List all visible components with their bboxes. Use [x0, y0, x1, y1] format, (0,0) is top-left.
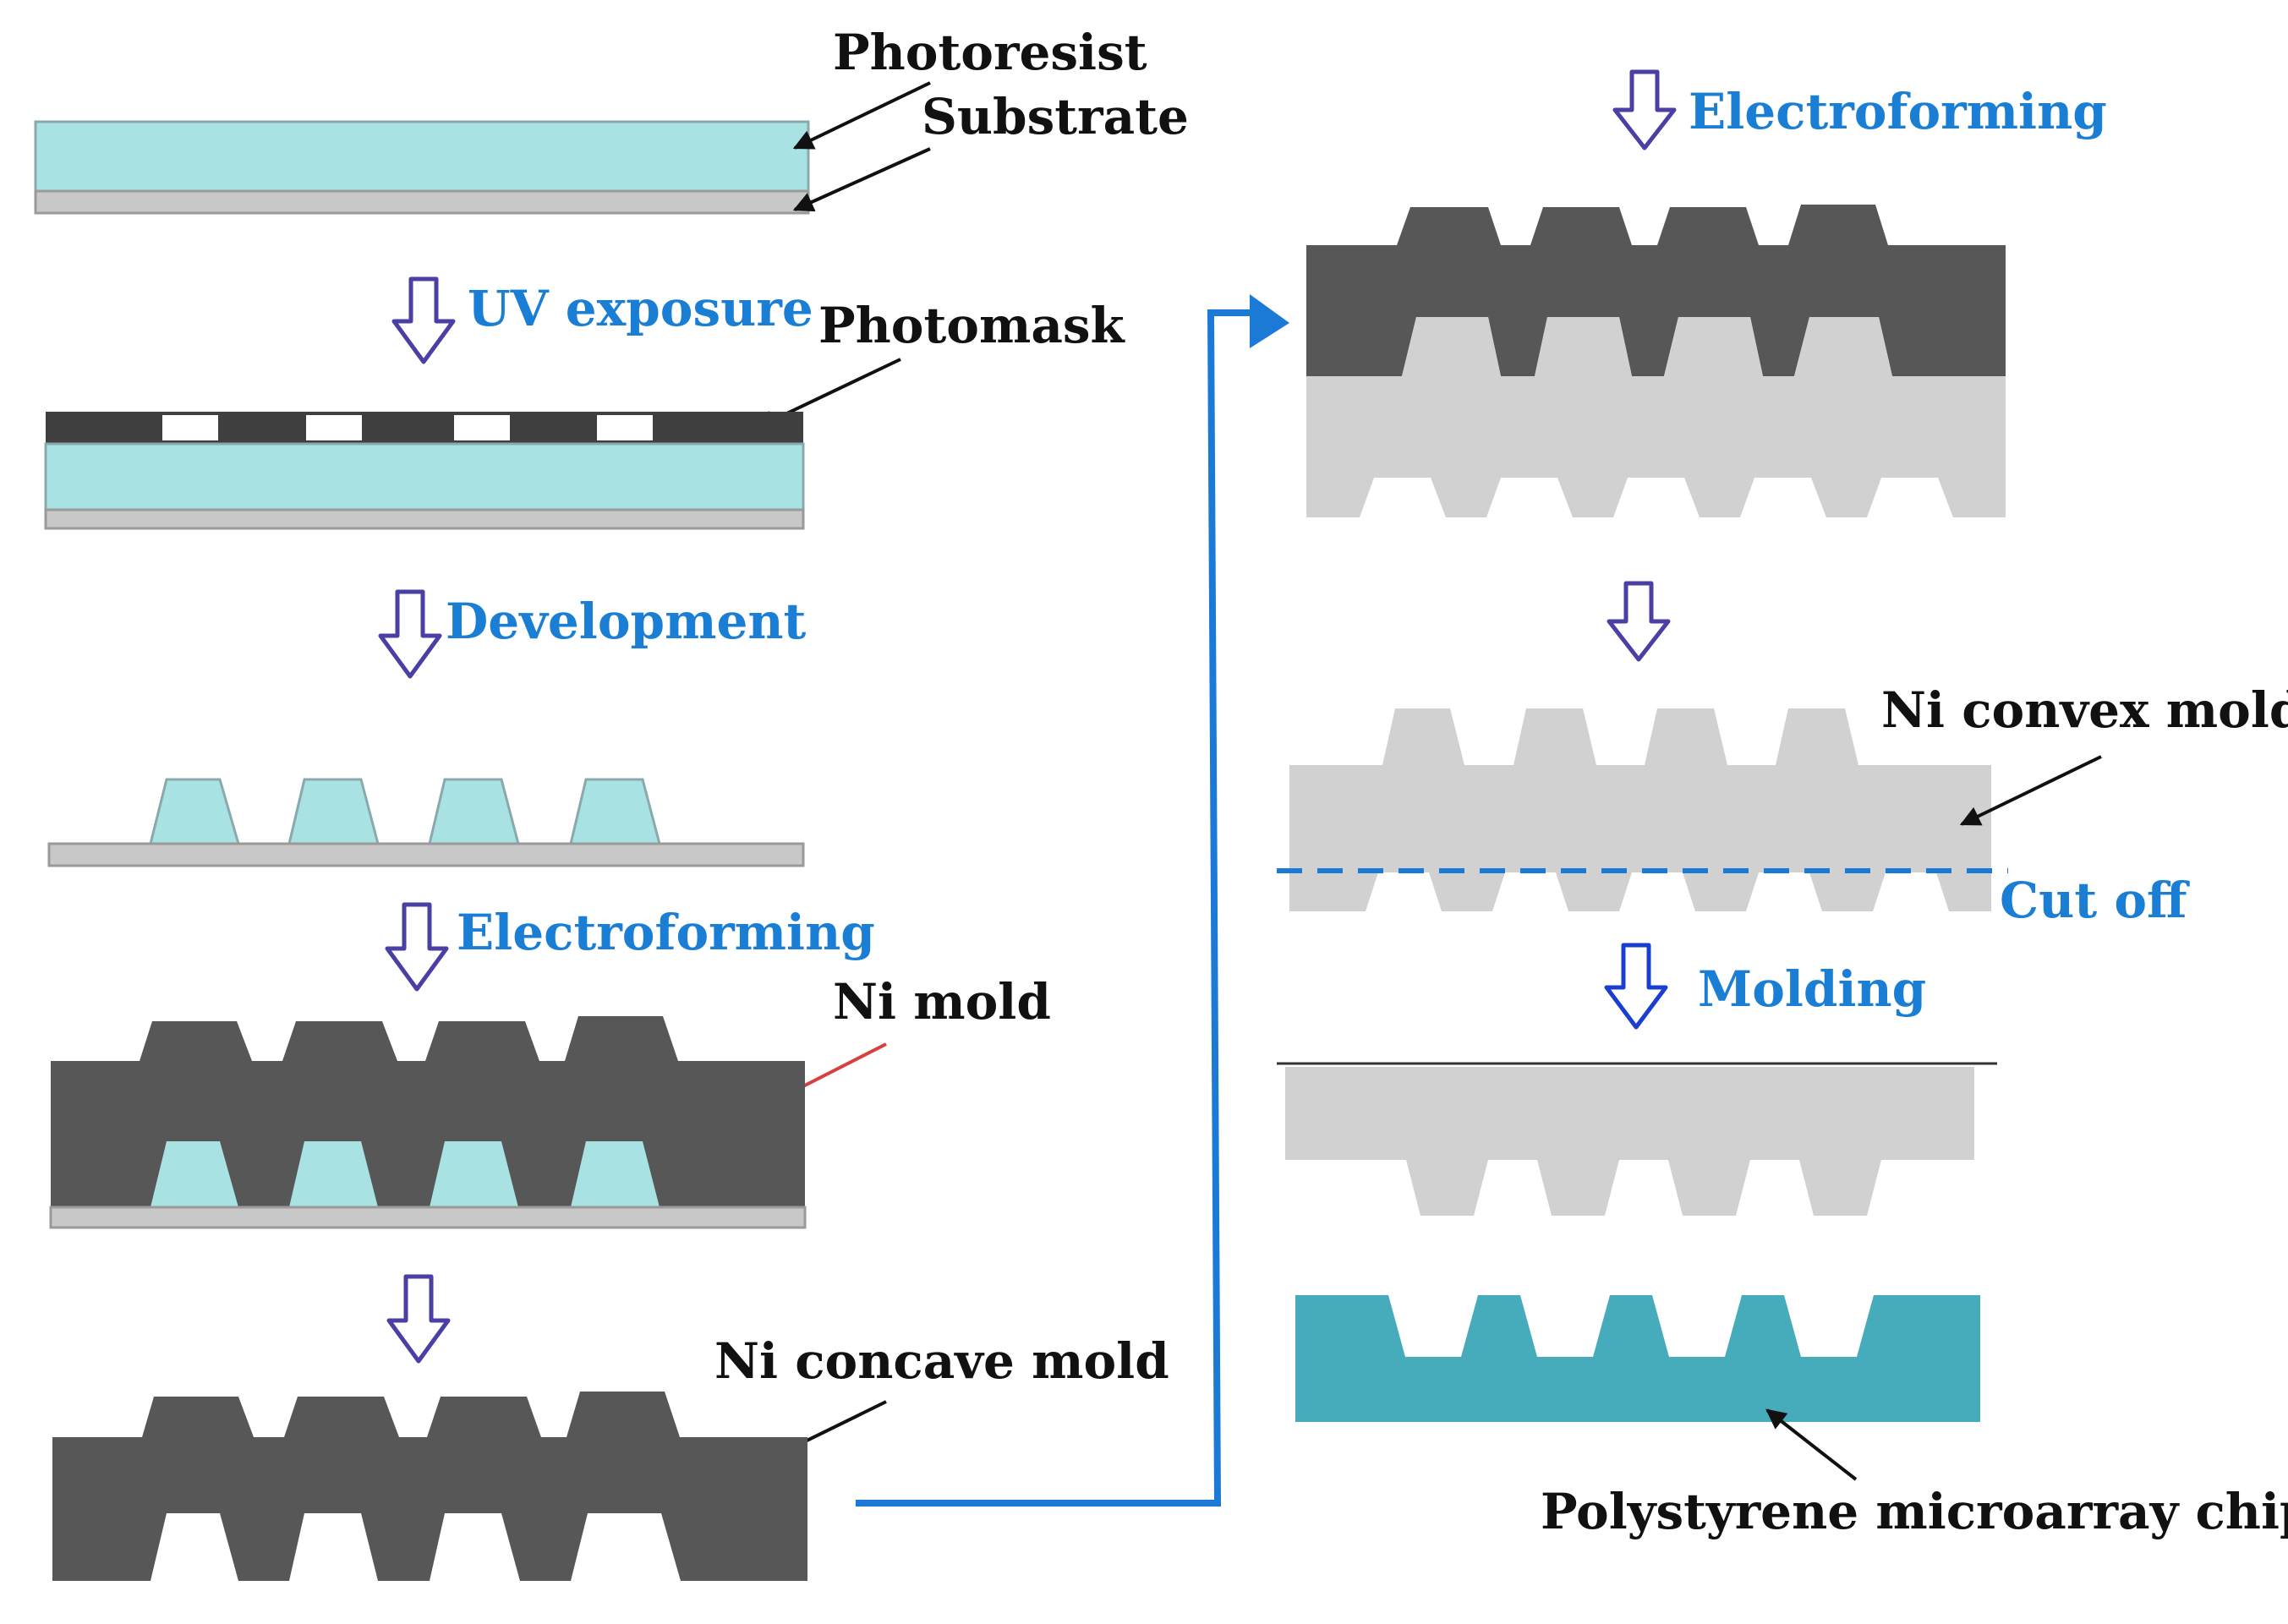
- label-photomask: Photomask: [818, 297, 1126, 354]
- pointer-photoresist: [792, 81, 931, 150]
- photoresist-pillar: [149, 778, 240, 845]
- substrate-layer: [34, 189, 810, 215]
- pointer-ni-convex-mold: [1959, 755, 2102, 826]
- label-polystyrene-chip: Polystyrene microarray chip: [1541, 1483, 2288, 1540]
- stage-electroforming-2: [1306, 205, 2006, 517]
- stage-molding: [1277, 1062, 1997, 1422]
- label-ni-convex-mold: Ni convex mold: [1881, 681, 2288, 739]
- step-electroforming-2: Electroforming: [1689, 83, 2107, 140]
- photoresist-pillar: [428, 778, 520, 845]
- nickel-tooth-light: [1664, 317, 1763, 376]
- label-ni-mold: Ni mold: [833, 973, 1051, 1031]
- flow-arrow-head-icon: [1250, 294, 1289, 348]
- ni-concave-mold: [1306, 205, 2006, 376]
- mask-opening: [306, 415, 362, 440]
- ni-convex-mold-cut: [1285, 1067, 1974, 1216]
- nickel-tooth-light: [1402, 317, 1501, 376]
- down-arrow-icon: [391, 276, 456, 364]
- photoresist-pillar: [430, 1141, 518, 1207]
- nickel-tooth-light: [1794, 317, 1892, 376]
- down-arrow-icon: [1612, 69, 1677, 150]
- pointer-substrate: [792, 147, 931, 212]
- nickel-tooth-light: [1535, 317, 1632, 376]
- step-electroforming-1: Electroforming: [457, 904, 875, 961]
- photoresist-layer: [44, 442, 805, 511]
- photoresist-pillar: [571, 1141, 660, 1207]
- flow-connector-line: [856, 309, 1268, 1506]
- stage-uv-exposure: [44, 412, 805, 530]
- pointer-polystyrene-chip: [1765, 1408, 1858, 1481]
- down-arrow-icon: [386, 1274, 451, 1364]
- substrate-layer: [44, 508, 805, 530]
- down-arrow-icon: [1604, 943, 1668, 1030]
- nickel-cast-light: [1306, 376, 2006, 517]
- mask-opening: [454, 415, 510, 440]
- stage-development: [47, 778, 805, 867]
- photomask-bar: [46, 412, 803, 444]
- photoresist-pillar: [289, 1141, 378, 1207]
- label-cut-off: Cut off: [2000, 872, 2190, 929]
- down-arrow-icon: [378, 589, 442, 679]
- stage-ni-convex-mold: [1289, 708, 1991, 911]
- label-substrate: Substrate: [922, 88, 1189, 145]
- stage-electroforming-1: [49, 1016, 807, 1229]
- step-uv-exposure: UV exposure: [468, 280, 813, 337]
- photoresist-pillar: [569, 778, 661, 845]
- down-arrow-icon: [385, 902, 449, 992]
- stage-photoresist-substrate: [34, 120, 810, 215]
- substrate-layer: [47, 842, 805, 867]
- mask-opening: [597, 415, 653, 440]
- photoresist-pillar: [287, 778, 380, 845]
- ni-convex-mold: [1289, 708, 1991, 911]
- down-arrow-icon: [1607, 581, 1671, 662]
- label-ni-concave-mold: Ni concave mold: [714, 1332, 1169, 1390]
- step-development: Development: [446, 593, 807, 650]
- label-photoresist: Photoresist: [833, 24, 1147, 81]
- photoresist-layer: [34, 120, 810, 193]
- step-molding: Molding: [1698, 960, 1926, 1018]
- substrate-layer: [49, 1206, 807, 1229]
- mask-opening: [162, 415, 218, 440]
- photoresist-pillar: [151, 1141, 238, 1207]
- ni-concave-mold: [52, 1392, 807, 1581]
- polystyrene-microarray-chip: [1295, 1295, 1980, 1422]
